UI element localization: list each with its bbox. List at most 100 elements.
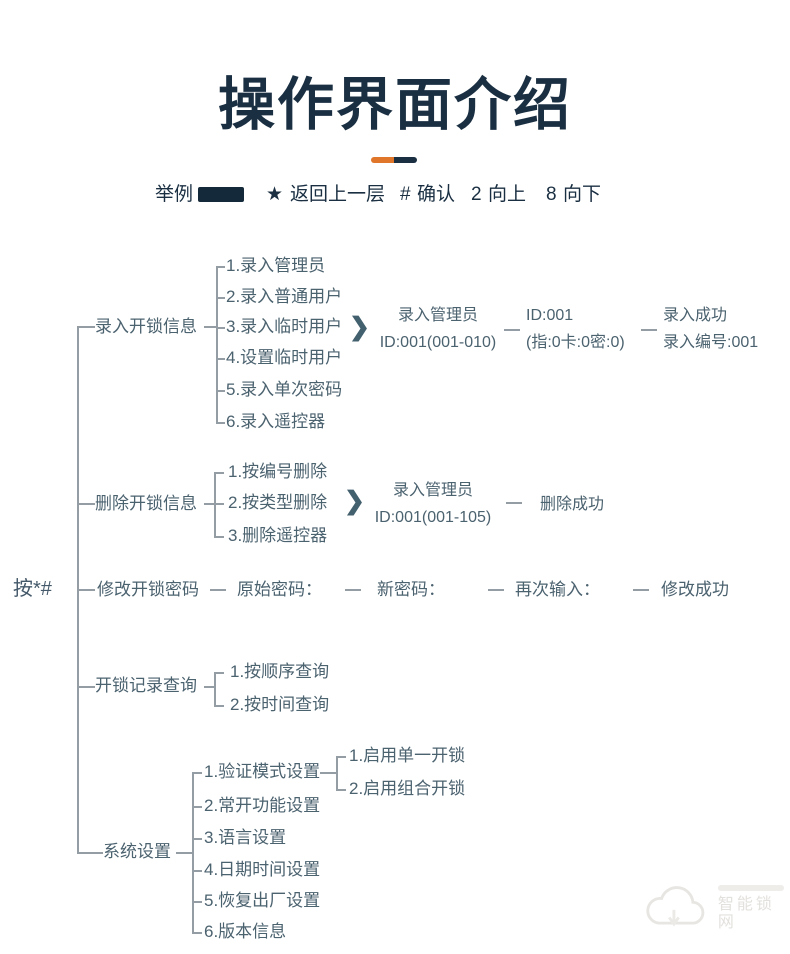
flow-step: 原始密码：: [237, 580, 322, 599]
branch1-child: 1.录入管理员: [226, 256, 326, 275]
flow-step: 再次输入：: [515, 580, 600, 599]
flow-step: 新密码：: [377, 580, 445, 599]
tree-line: [192, 932, 202, 934]
tree-line: [216, 390, 225, 392]
legend: 举例 ★ 返回上一层 # 确认 2 向上 8 向下: [0, 184, 790, 208]
branch5-child: 3.语言设置: [204, 828, 287, 847]
tree-line: [77, 589, 95, 591]
flow-step: 删除成功: [540, 491, 604, 518]
tree-line: [176, 852, 193, 854]
flow-step: 修改成功: [661, 580, 729, 599]
flow-arrow-icon: ❯: [349, 313, 370, 341]
tree-line: [214, 503, 224, 505]
legend-up-key: 2: [471, 184, 482, 205]
branch-label-records: 开锁记录查询: [95, 676, 197, 695]
watermark-top-line: [717, 884, 784, 891]
branch1-child: 2.录入普通用户: [226, 287, 343, 306]
branch2-child: 1.按编号删除: [228, 462, 328, 481]
legend-example-swatch: [198, 187, 244, 202]
page-title: 操作界面介绍: [218, 73, 572, 137]
branch1-child: 6.录入遥控器: [226, 412, 326, 431]
tree-line: [336, 756, 346, 758]
flow-dash: [506, 502, 522, 504]
branch-label-password: 修改开锁密码: [97, 580, 199, 599]
branch2-child: 2.按类型删除: [228, 493, 328, 512]
star-icon: ★: [266, 184, 284, 205]
flow-step-line2: ID:001(001-010): [379, 334, 497, 351]
flow-step-line2: (指:0卡:0密:0): [526, 334, 625, 351]
tree-line: [77, 686, 95, 688]
tree-line: [192, 901, 202, 903]
tree-line: [204, 503, 216, 505]
branch1-child: 5.录入单次密码: [226, 380, 343, 399]
tree-line: [77, 852, 103, 854]
tree-line: [216, 327, 225, 329]
tree-line: [336, 789, 346, 791]
tree-line: [214, 472, 216, 538]
branch4-child: 2.按时间查询: [230, 695, 330, 714]
tree-line: [216, 422, 225, 424]
flow-step-line1: 录入管理员: [392, 482, 473, 499]
watermark-site-name: 智能锁网: [717, 895, 775, 931]
branch1-child: 4.设置临时用户: [226, 348, 343, 367]
branch5-subchild: 1.启用单一开锁: [349, 746, 466, 765]
tree-line: [214, 536, 224, 538]
tree-line: [192, 870, 202, 872]
legend-confirm-key: #: [400, 184, 411, 205]
branch1-child: 3.录入临时用户: [226, 317, 343, 336]
watermark-text: 智能锁网: [717, 883, 790, 932]
branch-label-system: 系统设置: [103, 842, 171, 861]
branch-label-delete: 删除开锁信息: [95, 494, 197, 513]
tree-line: [216, 266, 218, 424]
flow-step-line2: 录入编号:001: [663, 334, 759, 351]
tree-line: [204, 326, 218, 328]
flow-dash: [641, 329, 657, 331]
branch5-child: 4.日期时间设置: [204, 860, 321, 879]
tree-line: [192, 838, 202, 840]
legend-down-key: 8: [546, 184, 557, 205]
tree-line: [216, 266, 225, 268]
branch5-subchild: 2.启用组合开锁: [349, 779, 466, 798]
legend-down-label: 向下: [563, 184, 602, 205]
tree-line: [204, 686, 216, 688]
tree-line: [192, 772, 202, 774]
flow-dash: [633, 589, 649, 591]
flow-step: 录入成功 录入编号:001: [663, 302, 758, 356]
tree-line: [216, 358, 225, 360]
legend-up-label: 向上: [488, 184, 527, 205]
flow-dash: [210, 589, 226, 591]
flow-step: 录入管理员 ID:001(001-010): [375, 302, 501, 356]
flow-step-line1: ID:001: [526, 307, 574, 324]
legend-example-label: 举例: [155, 184, 194, 205]
flow-step-line1: 录入管理员: [397, 307, 478, 324]
branch-label-enroll: 录入开锁信息: [95, 317, 197, 336]
branch5-child: 5.恢复出厂设置: [204, 891, 321, 910]
branch5-child: 1.验证模式设置: [204, 762, 321, 781]
tree-line: [77, 503, 95, 505]
branch4-child: 1.按顺序查询: [230, 662, 330, 681]
branch5-child: 6.版本信息: [204, 922, 287, 941]
tree-root-label: 按*#: [13, 578, 52, 600]
tree-line: [214, 672, 224, 674]
flow-step-line1: 删除成功: [540, 496, 605, 513]
title-underline-dark: [394, 157, 417, 163]
tree-line: [214, 672, 216, 707]
tree-line: [214, 472, 224, 474]
branch2-child: 3.删除遥控器: [228, 526, 328, 545]
title-underline-accent: [371, 157, 394, 163]
tree-line: [320, 772, 338, 774]
tree-line: [77, 326, 95, 328]
flow-step: ID:001 (指:0卡:0密:0): [526, 302, 625, 356]
flow-step-line2: ID:001(001-105): [374, 509, 492, 526]
flow-dash: [345, 589, 361, 591]
legend-confirm-label: 确认: [417, 184, 456, 205]
flow-dash: [488, 589, 504, 591]
flow-step-line1: 录入成功: [663, 307, 728, 324]
watermark: 智能锁网: [636, 880, 790, 934]
cloud-logo-icon: [646, 886, 705, 927]
tree-line: [214, 705, 224, 707]
legend-back-label: 返回上一层: [290, 184, 386, 205]
flow-step: 录入管理员 ID:001(001-105): [370, 477, 496, 531]
branch5-child: 2.常开功能设置: [204, 796, 321, 815]
